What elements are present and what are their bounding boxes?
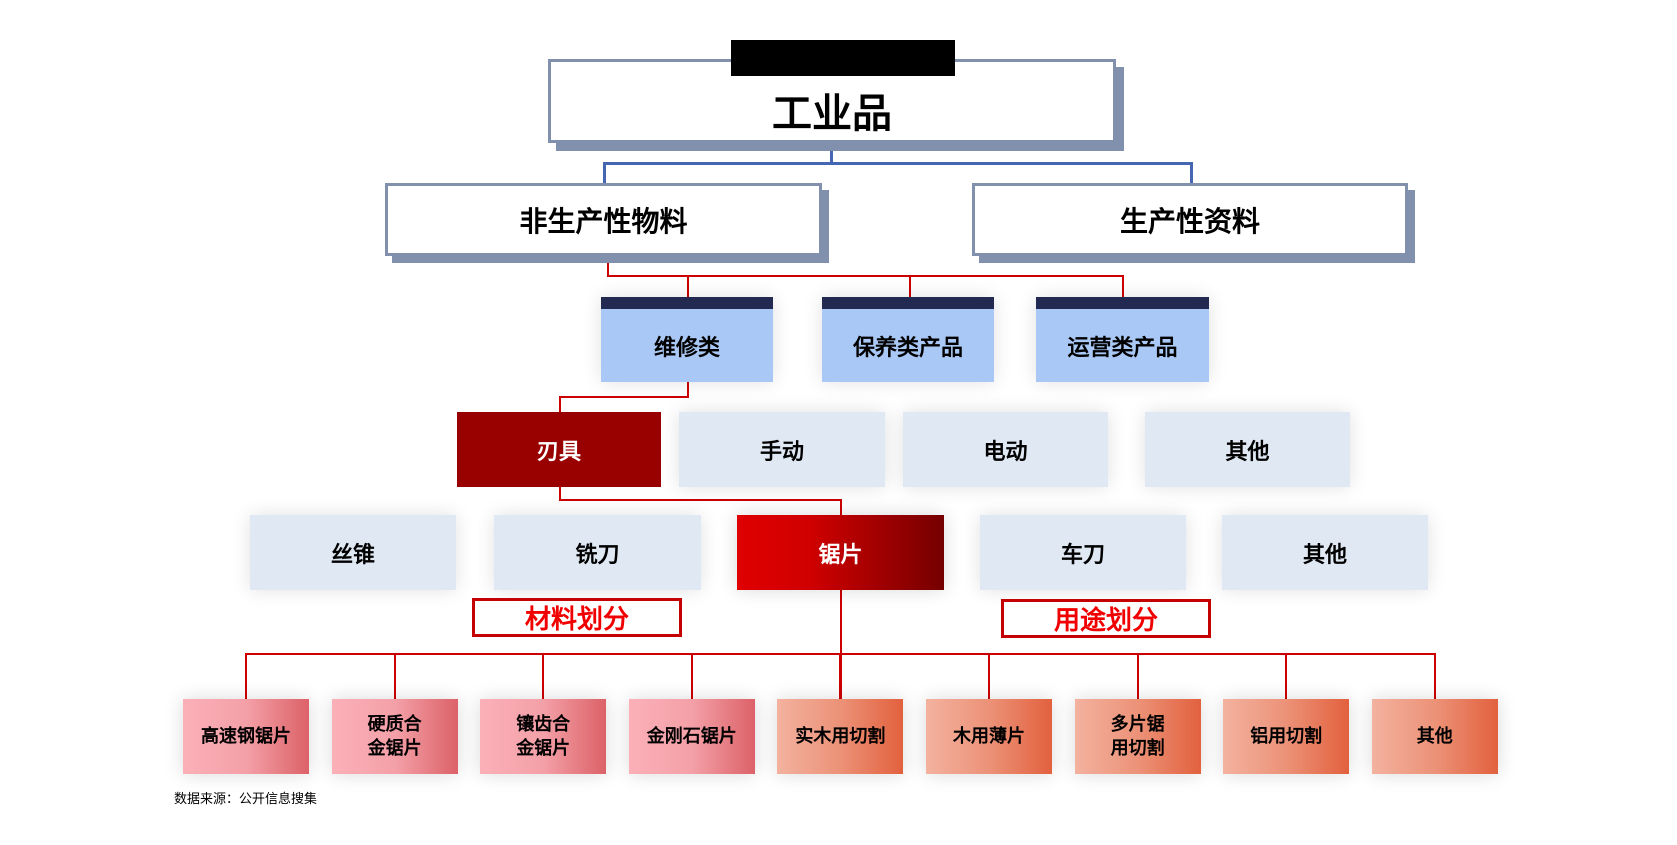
leaf-node: 多片锯 用切割 [1074, 699, 1201, 774]
node-label: 运营类产品 [1067, 335, 1178, 361]
connector [1122, 275, 1124, 297]
header-bar [822, 297, 994, 309]
leaf-label: 其他 [1416, 725, 1453, 747]
connector [245, 653, 247, 699]
connector [559, 396, 561, 412]
node-label: 维修类 [653, 335, 720, 361]
connector [988, 653, 990, 699]
node-care-products: 保养类产品 [822, 297, 994, 382]
leaf-node: 铝用切割 [1223, 699, 1350, 774]
leaf-node: 硬质合 金锯片 [331, 699, 458, 774]
node-manual: 手动 [679, 412, 885, 487]
node-label: 其他 [1225, 439, 1270, 465]
connector [690, 653, 693, 699]
source-note: 数据来源：公开信息搜集 [174, 792, 318, 807]
leaf-label: 木用薄片 [953, 725, 1025, 747]
node-non-production: 非生产性物料 [385, 183, 822, 256]
leaf-label: 实木用切割 [795, 725, 886, 747]
connector [1433, 653, 1436, 699]
node-label: 铣刀 [575, 542, 620, 568]
connector [1136, 653, 1139, 699]
root-label: 工业品 [772, 91, 892, 137]
connector [840, 590, 842, 699]
connector [607, 256, 609, 276]
leaf-label: 硬质合 金锯片 [367, 713, 422, 759]
node-milling-cutter: 铣刀 [494, 515, 701, 590]
connector [687, 275, 689, 297]
header-bar [1036, 297, 1209, 309]
node-label: 保养类产品 [852, 335, 963, 361]
leaf-node: 木用薄片 [926, 699, 1052, 774]
connector [687, 382, 689, 397]
node-label: 电动 [983, 439, 1028, 465]
leaf-node: 高速钢锯片 [183, 699, 309, 774]
node-maintenance: 维修类 [601, 297, 773, 382]
leaf-label: 金刚石锯片 [646, 725, 737, 747]
leaf-node: 实木用切割 [777, 699, 904, 774]
header-bar [601, 297, 773, 309]
tag-label: 用途划分 [1053, 606, 1158, 636]
connector [830, 143, 833, 164]
node-other: 其他 [1145, 412, 1350, 487]
tag-label: 材料划分 [524, 605, 629, 635]
connector [559, 396, 689, 398]
connector [542, 653, 545, 699]
leaf-node: 其他 [1371, 699, 1498, 774]
leaf-label: 多片锯 用切割 [1110, 713, 1165, 759]
connector [559, 499, 842, 501]
node-other-tools: 其他 [1222, 515, 1428, 590]
tag-material-classification: 材料划分 [472, 598, 682, 637]
node-label: 锯片 [818, 542, 863, 568]
connector [393, 653, 396, 699]
node-label: 手动 [759, 439, 804, 465]
leaf-node: 金刚石锯片 [628, 699, 755, 774]
node-label: 非生产性物料 [519, 204, 688, 238]
node-label: 丝锥 [330, 542, 375, 568]
node-label: 车刀 [1060, 542, 1105, 568]
node-label: 其他 [1302, 542, 1347, 568]
node-turning-tool: 车刀 [980, 515, 1186, 590]
connector [840, 499, 842, 515]
tag-usage-classification: 用途划分 [1001, 599, 1211, 638]
connector [559, 487, 561, 500]
connector [603, 162, 1193, 165]
connector [1190, 162, 1193, 186]
node-cutting-tools: 刃具 [457, 412, 661, 487]
leaf-label: 镶齿合 金锯片 [516, 713, 571, 759]
connector [1285, 653, 1288, 699]
connector [839, 653, 842, 699]
node-electric: 电动 [903, 412, 1108, 487]
connector [603, 162, 606, 183]
node-label: 生产性资料 [1119, 204, 1260, 238]
node-production: 生产性资料 [972, 183, 1408, 256]
redaction-bar [731, 40, 955, 76]
connector [909, 275, 911, 297]
leaf-label: 高速钢锯片 [201, 725, 291, 747]
leaf-label: 铝用切割 [1250, 725, 1323, 747]
node-saw-blade: 锯片 [737, 515, 944, 590]
leaf-node: 镶齿合 金锯片 [480, 699, 607, 774]
node-label: 刃具 [536, 439, 581, 465]
node-operations-products: 运营类产品 [1036, 297, 1209, 382]
connector [607, 275, 1124, 277]
node-tap: 丝锥 [250, 515, 456, 590]
